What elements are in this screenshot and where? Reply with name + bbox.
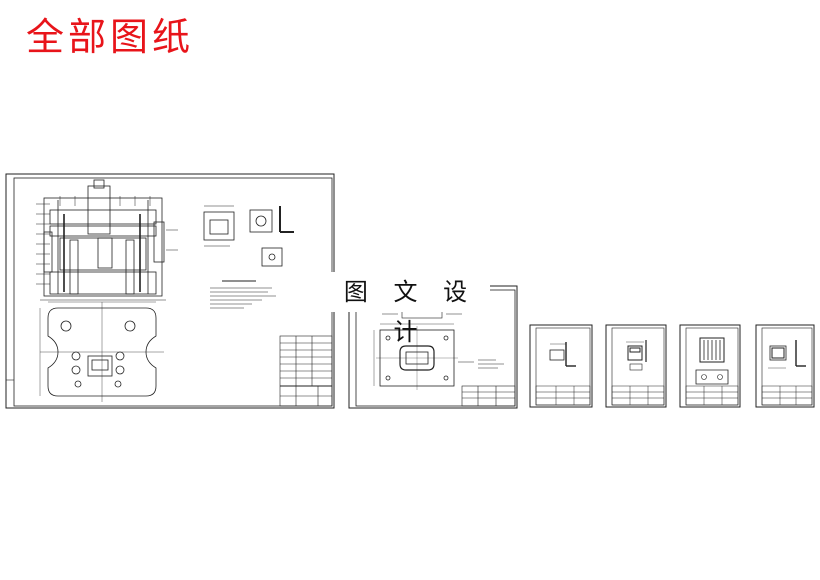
watermark-text: 图 文 设 计: [330, 272, 490, 346]
sheet-part-6[interactable]: [755, 324, 815, 408]
assembly-detail-views: [203, 205, 294, 267]
assembly-title-block: [279, 335, 333, 407]
sheet-assembly[interactable]: [5, 173, 335, 409]
sheet-part-5[interactable]: [679, 324, 741, 408]
sheet-part-3[interactable]: [529, 324, 593, 408]
assembly-notes: [210, 280, 276, 309]
assembly-plan-view: [39, 301, 164, 402]
page-title: 全部图纸: [26, 15, 195, 59]
sheet-part-4[interactable]: [605, 324, 667, 408]
assembly-section-view: [36, 179, 178, 301]
